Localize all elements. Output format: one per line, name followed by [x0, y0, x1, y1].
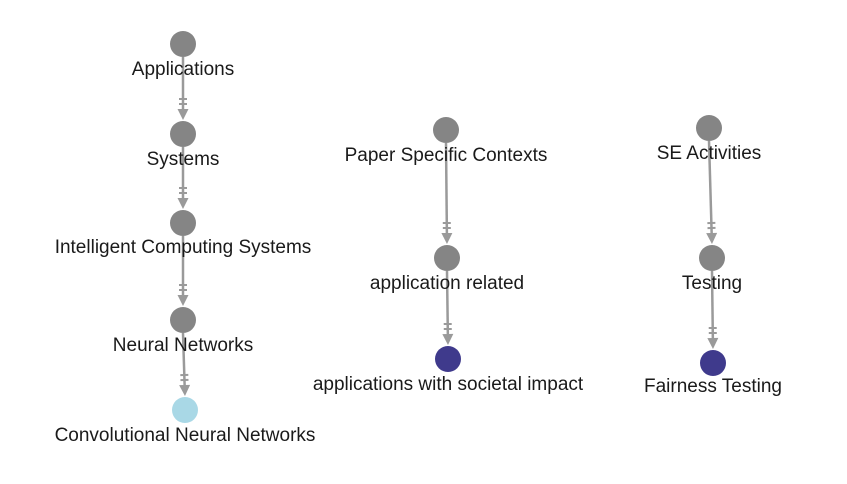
node-paper[interactable] [433, 117, 459, 143]
node-intelligent[interactable] [170, 210, 196, 236]
node-cnn[interactable] [172, 397, 198, 423]
node-label-fairness: Fairness Testing [644, 376, 782, 397]
node-societal[interactable] [435, 346, 461, 372]
node-label-intelligent: Intelligent Computing Systems [55, 237, 312, 258]
node-systems[interactable] [170, 121, 196, 147]
edge-neural-to-cnn [179, 332, 191, 397]
arrowhead [706, 232, 718, 245]
edge-line [181, 332, 186, 386]
arrowhead [177, 198, 189, 209]
edge-systems-to-intelligent [177, 147, 189, 209]
arrowhead [442, 333, 454, 346]
arrowhead [177, 295, 189, 306]
arrowhead [179, 384, 191, 397]
node-label-paper: Paper Specific Contexts [345, 145, 548, 166]
edge-line [710, 270, 715, 339]
node-label-testing: Testing [682, 273, 742, 294]
arrowhead [177, 109, 189, 120]
node-label-neural: Neural Networks [113, 335, 253, 356]
node-label-se: SE Activities [657, 143, 762, 164]
edge-line [444, 142, 449, 234]
edge-line [707, 140, 713, 234]
node-neural[interactable] [170, 307, 196, 333]
node-label-applications: Applications [132, 59, 234, 80]
node-se[interactable] [696, 115, 722, 141]
edge-intelligent-to-neural [177, 236, 189, 306]
edges-layer [177, 57, 719, 397]
node-testing[interactable] [699, 245, 725, 271]
edge-testing-to-fairness [707, 270, 719, 350]
edge-se-to-testing [706, 140, 718, 245]
edge-apprel-to-societal [442, 270, 454, 346]
node-applications[interactable] [170, 31, 196, 57]
node-label-societal: applications with societal impact [313, 374, 584, 395]
node-label-systems: Systems [147, 149, 220, 170]
node-label-apprel: application related [370, 273, 524, 294]
node-fairness[interactable] [700, 350, 726, 376]
edge-applications-to-systems [177, 57, 189, 120]
arrowhead [441, 232, 453, 245]
edge-paper-to-apprel [441, 142, 453, 245]
arrowhead [707, 337, 719, 350]
node-apprel[interactable] [434, 245, 460, 271]
nodes-layer [170, 31, 726, 423]
node-label-cnn: Convolutional Neural Networks [55, 425, 316, 446]
